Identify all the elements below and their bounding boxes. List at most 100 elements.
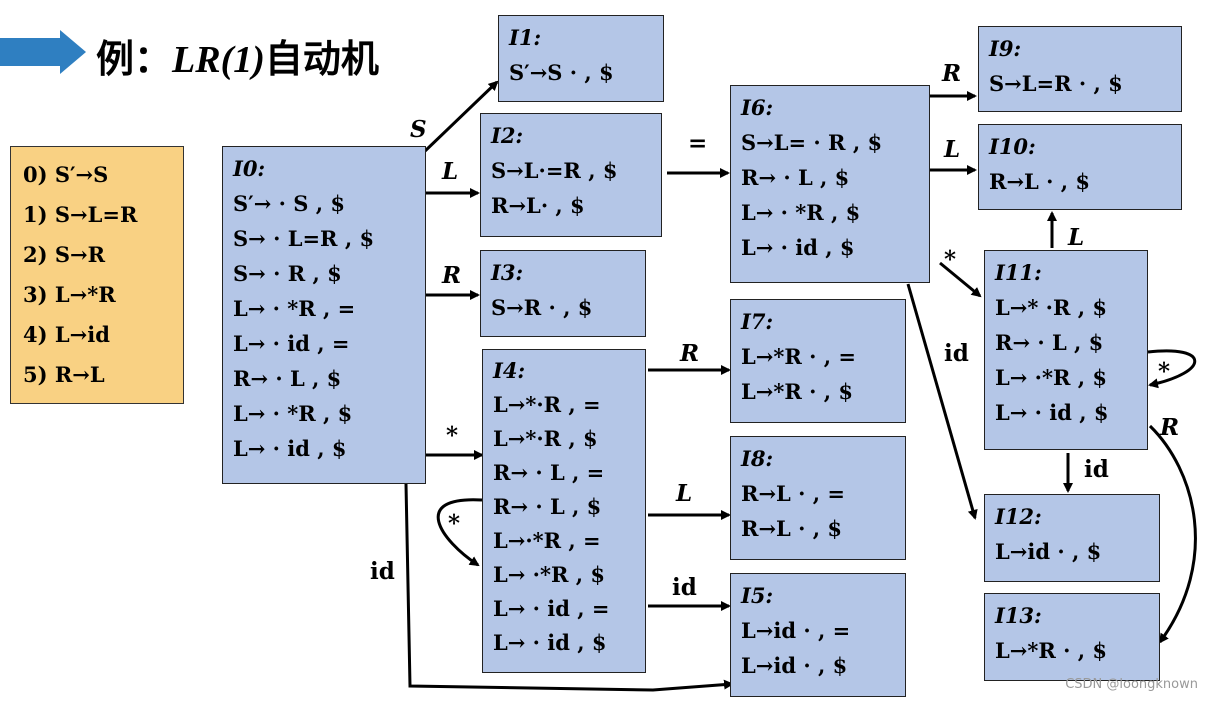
edge-i11-self <box>1147 349 1197 389</box>
state-i4-item: L→ ·*R , $ <box>493 562 605 587</box>
state-i12-item: L→id · , $ <box>995 539 1102 564</box>
production-2: 2) S→R <box>23 242 106 267</box>
state-i8: I8: R→L · , = R→L · , $ <box>730 436 906 560</box>
state-i5: I5: L→id · , = L→id · , $ <box>730 573 906 697</box>
state-i6-item: R→ · L , $ <box>741 165 850 190</box>
state-i5-name: I5: <box>741 583 774 608</box>
state-i6-item: L→ · *R , $ <box>741 200 861 225</box>
watermark: CSDN @loongknown <box>1065 677 1198 692</box>
state-i4: I4: L→*·R , = L→*·R , $ R→ · L , = R→ · … <box>482 349 646 673</box>
label-i6-i10: L <box>944 136 961 163</box>
state-i6-item: L→ · id , $ <box>741 235 855 260</box>
state-i0-item: L→ · *R , = <box>233 296 356 321</box>
state-i8-name: I8: <box>741 446 774 471</box>
state-i0-item: S′→ · S , $ <box>233 191 345 216</box>
title-accent-arrow <box>60 30 86 74</box>
state-i7-item: L→*R · , $ <box>741 379 853 404</box>
state-i0: I0: S′→ · S , $ S→ · L=R , $ S→ · R , $ … <box>222 146 426 484</box>
label-i4-i7: R <box>680 340 700 367</box>
state-i1: I1: S′→S · , $ <box>498 15 664 102</box>
state-i11: I11: L→* ·R , $ R→ · L , $ L→ ·*R , $ L→… <box>984 250 1148 450</box>
state-i4-item: L→*·R , $ <box>493 426 598 451</box>
edge-i0-i5 <box>404 483 734 692</box>
state-i10-name: I10: <box>989 134 1036 159</box>
state-i7-name: I7: <box>741 309 774 334</box>
label-i0-i1: S <box>410 116 427 143</box>
state-i12: I12: L→id · , $ <box>984 494 1160 582</box>
state-i8-item: R→L · , $ <box>741 516 842 541</box>
state-i4-item: L→*·R , = <box>493 392 601 417</box>
label-i11-i13: R <box>1160 414 1180 441</box>
label-i11-self: * <box>1158 358 1171 385</box>
state-i4-item: L→·*R , = <box>493 528 601 553</box>
edge-i6-i12 <box>906 283 978 520</box>
state-i6-item: S→L= · R , $ <box>741 130 883 155</box>
state-i2-item: R→L· , $ <box>491 193 585 218</box>
state-i1-name: I1: <box>509 25 542 50</box>
label-i4-self: * <box>448 510 461 537</box>
production-0: 0) S′→S <box>23 162 109 187</box>
state-i11-name: I11: <box>995 260 1042 285</box>
production-4: 4) L→id <box>23 322 110 347</box>
label-i4-i5: id <box>672 574 697 601</box>
state-i12-name: I12: <box>995 504 1042 529</box>
state-i4-item: L→ · id , $ <box>493 630 607 655</box>
state-i8-item: R→L · , = <box>741 481 845 506</box>
state-i0-item: S→ · R , $ <box>233 261 342 286</box>
edge-i0-i1 <box>422 80 499 154</box>
label-i6-i12: id <box>944 340 969 367</box>
edge-i4-self <box>436 498 483 567</box>
state-i9-item: S→L=R · , $ <box>989 71 1123 96</box>
label-i6-i9: R <box>942 60 962 87</box>
production-5: 5) R→L <box>23 362 105 387</box>
state-i4-item: L→ · id , = <box>493 596 610 621</box>
label-i11-i10: L <box>1068 224 1085 251</box>
state-i10-item: R→L · , $ <box>989 169 1090 194</box>
state-i6-name: I6: <box>741 95 774 120</box>
label-i0-i2: L <box>442 158 459 185</box>
edge-i11-i13 <box>1148 424 1197 644</box>
state-i0-item: L→ · id , = <box>233 331 350 356</box>
state-i4-item: R→ · L , $ <box>493 494 602 519</box>
title-accent-bar <box>0 38 60 66</box>
state-i0-name: I0: <box>233 156 266 181</box>
state-i9-name: I9: <box>989 36 1022 61</box>
label-i0-i3: R <box>442 262 462 289</box>
state-i4-name: I4: <box>493 358 526 383</box>
production-list: 0) S′→S 1) S→L=R 2) S→R 3) L→*R 4) L→id … <box>10 146 184 404</box>
production-3: 3) L→*R <box>23 282 116 307</box>
label-i4-i8: L <box>676 480 693 507</box>
state-i3-item: S→R · , $ <box>491 295 593 320</box>
edge-i6-i11 <box>939 261 982 298</box>
state-i0-item: L→ · *R , $ <box>233 401 353 426</box>
state-i7: I7: L→*R · , = L→*R · , $ <box>730 299 906 423</box>
state-i10: I10: R→L · , $ <box>978 124 1182 210</box>
state-i13-name: I13: <box>995 603 1042 628</box>
state-i11-item: L→ · id , $ <box>995 400 1109 425</box>
label-i0-i4: * <box>446 422 459 449</box>
state-i11-item: R→ · L , $ <box>995 330 1104 355</box>
production-1: 1) S→L=R <box>23 202 138 227</box>
state-i3: I3: S→R · , $ <box>480 250 646 337</box>
state-i11-item: L→ ·*R , $ <box>995 365 1107 390</box>
state-i5-item: L→id · , $ <box>741 653 848 678</box>
state-i2-name: I2: <box>491 123 524 148</box>
label-i11-i12: id <box>1084 456 1109 483</box>
state-i3-name: I3: <box>491 260 524 285</box>
title-suffix: 自动机 <box>264 37 379 81</box>
state-i9: I9: S→L=R · , $ <box>978 26 1182 112</box>
title-middle: LR(1) <box>172 39 265 81</box>
state-i6: I6: S→L= · R , $ R→ · L , $ L→ · *R , $ … <box>730 85 930 283</box>
label-i6-i11: * <box>944 246 957 273</box>
state-i13-item: L→*R · , $ <box>995 638 1107 663</box>
state-i5-item: L→id · , = <box>741 618 851 643</box>
page-title: 例：LR(1)自动机 <box>96 40 379 79</box>
state-i2: I2: S→L·=R , $ R→L· , $ <box>480 113 662 237</box>
state-i11-item: L→* ·R , $ <box>995 295 1107 320</box>
label-i0-i5: id <box>370 558 395 585</box>
title-prefix: 例： <box>96 37 173 81</box>
label-i2-i6: = <box>688 130 708 157</box>
state-i1-item: S′→S · , $ <box>509 60 614 85</box>
state-i0-item: L→ · id , $ <box>233 436 347 461</box>
